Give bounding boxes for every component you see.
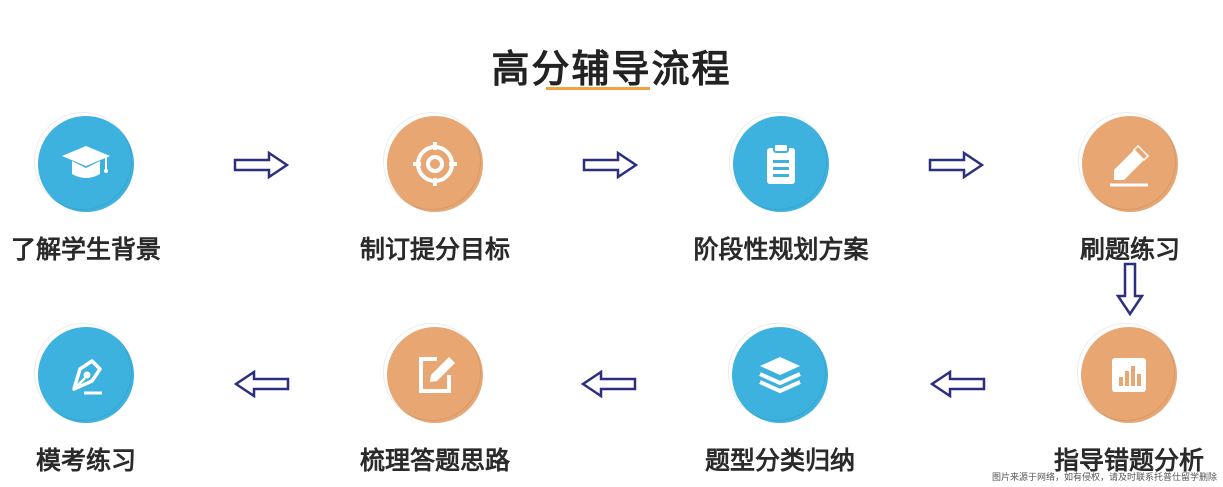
graduation-cap-icon	[62, 146, 110, 178]
arrow-left-3	[234, 370, 290, 398]
step-7-label: 梳理答题思路	[359, 446, 510, 475]
step-6-circle	[728, 323, 828, 423]
step-4-circle	[1078, 112, 1178, 212]
image-credit: 图片来源于网络，如有侵权，请及时联系托普仕留学删除	[991, 473, 1217, 483]
title-underline	[546, 87, 650, 90]
step-4: 刷题练习	[1010, 112, 1223, 266]
step-3-label: 阶段性规划方案	[693, 235, 869, 264]
clipboard-icon	[767, 143, 795, 184]
step-2: 制订提分目标	[315, 112, 555, 266]
arrow-left-1	[930, 370, 986, 398]
step-8: 模考练习	[0, 323, 206, 477]
step-5-circle	[1077, 323, 1177, 423]
step-8-circle	[34, 323, 134, 423]
step-6: 题型分类归纳	[660, 323, 900, 477]
step-1-label: 了解学生背景	[10, 235, 161, 264]
page-title: 高分辅导流程	[491, 47, 732, 91]
step-7: 梳理答题思路	[315, 323, 555, 477]
step-5-label: 指导错题分析	[1053, 446, 1204, 475]
step-5: 指导错题分析	[1009, 323, 1223, 477]
step-4-label: 刷题练习	[1079, 235, 1180, 264]
arrow-right-3	[928, 151, 984, 179]
arrow-left-2	[581, 370, 637, 398]
step-7-circle	[383, 323, 483, 423]
step-8-label: 模考练习	[35, 446, 136, 475]
arrow-right-1	[233, 151, 289, 179]
pen-nib-icon	[72, 359, 102, 395]
target-icon	[413, 142, 457, 186]
step-1: 了解学生背景	[0, 112, 206, 266]
pencil-icon	[1110, 144, 1150, 187]
edit-icon	[419, 357, 455, 393]
step-3: 阶段性规划方案	[661, 112, 901, 266]
step-6-label: 题型分类归纳	[704, 446, 855, 475]
arrow-right-2	[582, 151, 638, 179]
step-3-circle	[729, 112, 829, 212]
step-2-circle	[383, 112, 483, 212]
arrow-down	[1116, 262, 1144, 316]
layers-icon	[759, 357, 801, 394]
chart-icon	[1112, 358, 1146, 392]
step-2-label: 制订提分目标	[359, 235, 510, 264]
step-1-circle	[34, 112, 134, 212]
